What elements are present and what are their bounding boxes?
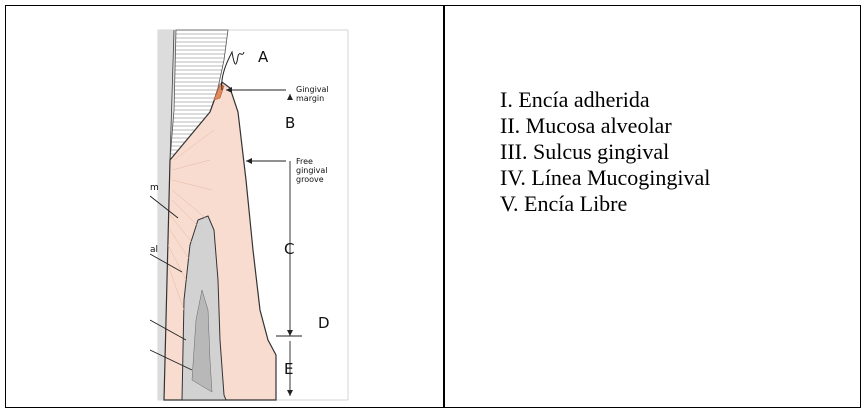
legend-item: II. Mucosa alveolar [500, 113, 710, 139]
label-b: B [285, 114, 295, 132]
gingival-margin-label-2: margin [296, 94, 324, 103]
legend-item: IV. Línea Mucogingival [500, 165, 710, 191]
label-d: D [318, 314, 330, 332]
cut-label-1: m [150, 183, 159, 193]
legend-item: I. Encía adherida [500, 87, 710, 113]
free-groove-label-1: Free [296, 157, 313, 166]
legend-list: I. Encía adherida II. Mucosa alveolar II… [500, 87, 710, 217]
free-groove-label-3: groove [296, 175, 324, 184]
gingiva-diagram: A B C D E Gingival margin Free gingival … [150, 20, 362, 402]
cut-label-2: al [150, 245, 158, 255]
table-frame [5, 5, 861, 408]
label-e: E [284, 360, 293, 378]
label-c: C [284, 240, 294, 258]
legend-item: V. Encía Libre [500, 191, 710, 217]
legend-item: III. Sulcus gingival [500, 139, 710, 165]
label-a: A [258, 48, 269, 66]
free-groove-label-2: gingival [296, 166, 328, 175]
column-divider [443, 5, 445, 408]
gingival-margin-label-1: Gingival [296, 85, 329, 94]
